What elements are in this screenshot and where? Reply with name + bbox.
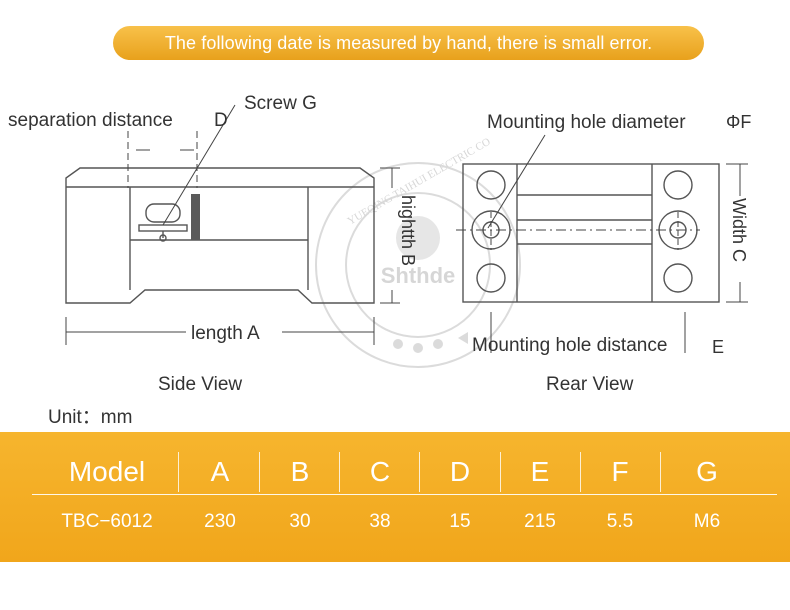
watermark-ring-text: YUEQING TAIHUI ELECTRIC CO xyxy=(346,136,493,228)
column-divider xyxy=(660,452,661,492)
unit-caption: Unit：mm xyxy=(48,407,133,428)
side-view-drawing xyxy=(65,167,375,304)
watermark-brand: Shthde xyxy=(381,263,456,288)
rear-view-drawing xyxy=(462,163,720,303)
spec-table-band xyxy=(0,432,790,562)
hole-diameter-label: Mounting hole diameter xyxy=(487,112,686,133)
cell-b: 30 xyxy=(289,511,311,532)
table-row-divider xyxy=(32,494,777,495)
header-e: E xyxy=(530,456,550,487)
cell-f: 5.5 xyxy=(606,511,634,532)
measurement-note-banner: The following date is measured by hand, … xyxy=(113,26,704,60)
header-g: G xyxy=(696,456,718,487)
hole-distance-label: Mounting hole distance xyxy=(472,335,667,356)
cell-model: TBC−6012 xyxy=(61,511,153,532)
spec-table-data-row: TBC−6012 230 30 38 15 215 5.5 M6 xyxy=(0,500,790,548)
side-view-caption: Side View xyxy=(158,374,243,395)
column-divider xyxy=(259,452,260,492)
length-a-label: length A xyxy=(191,323,260,344)
header-d: D xyxy=(449,456,471,487)
cell-d: 15 xyxy=(449,511,471,532)
header-b: B xyxy=(290,456,310,487)
header-a: A xyxy=(210,456,230,487)
cell-g: M6 xyxy=(693,511,721,532)
rear-view-caption: Rear View xyxy=(546,374,634,395)
column-divider xyxy=(339,452,340,492)
column-divider xyxy=(178,452,179,492)
column-divider xyxy=(580,452,581,492)
column-divider xyxy=(500,452,501,492)
spec-table-header-row: Model A B C D E F G xyxy=(0,448,790,496)
cell-e: 215 xyxy=(524,511,556,532)
dim-e-label: E xyxy=(712,337,724,357)
rear-view-dimensions xyxy=(456,134,748,353)
column-divider xyxy=(419,452,420,492)
screw-g-label: Screw G xyxy=(244,93,317,114)
width-c-label: Width C xyxy=(729,198,749,262)
header-f: F xyxy=(611,456,629,487)
header-model: Model xyxy=(68,456,146,487)
cell-a: 230 xyxy=(204,511,236,532)
separation-distance-label: separation distance xyxy=(8,110,173,131)
side-view-dimensions xyxy=(65,104,400,345)
cell-c: 38 xyxy=(369,511,391,532)
dim-d-label: D xyxy=(214,110,228,131)
height-b-label: hightth B xyxy=(398,195,418,266)
header-c: C xyxy=(369,456,391,487)
dim-f-label: ΦF xyxy=(726,112,751,132)
